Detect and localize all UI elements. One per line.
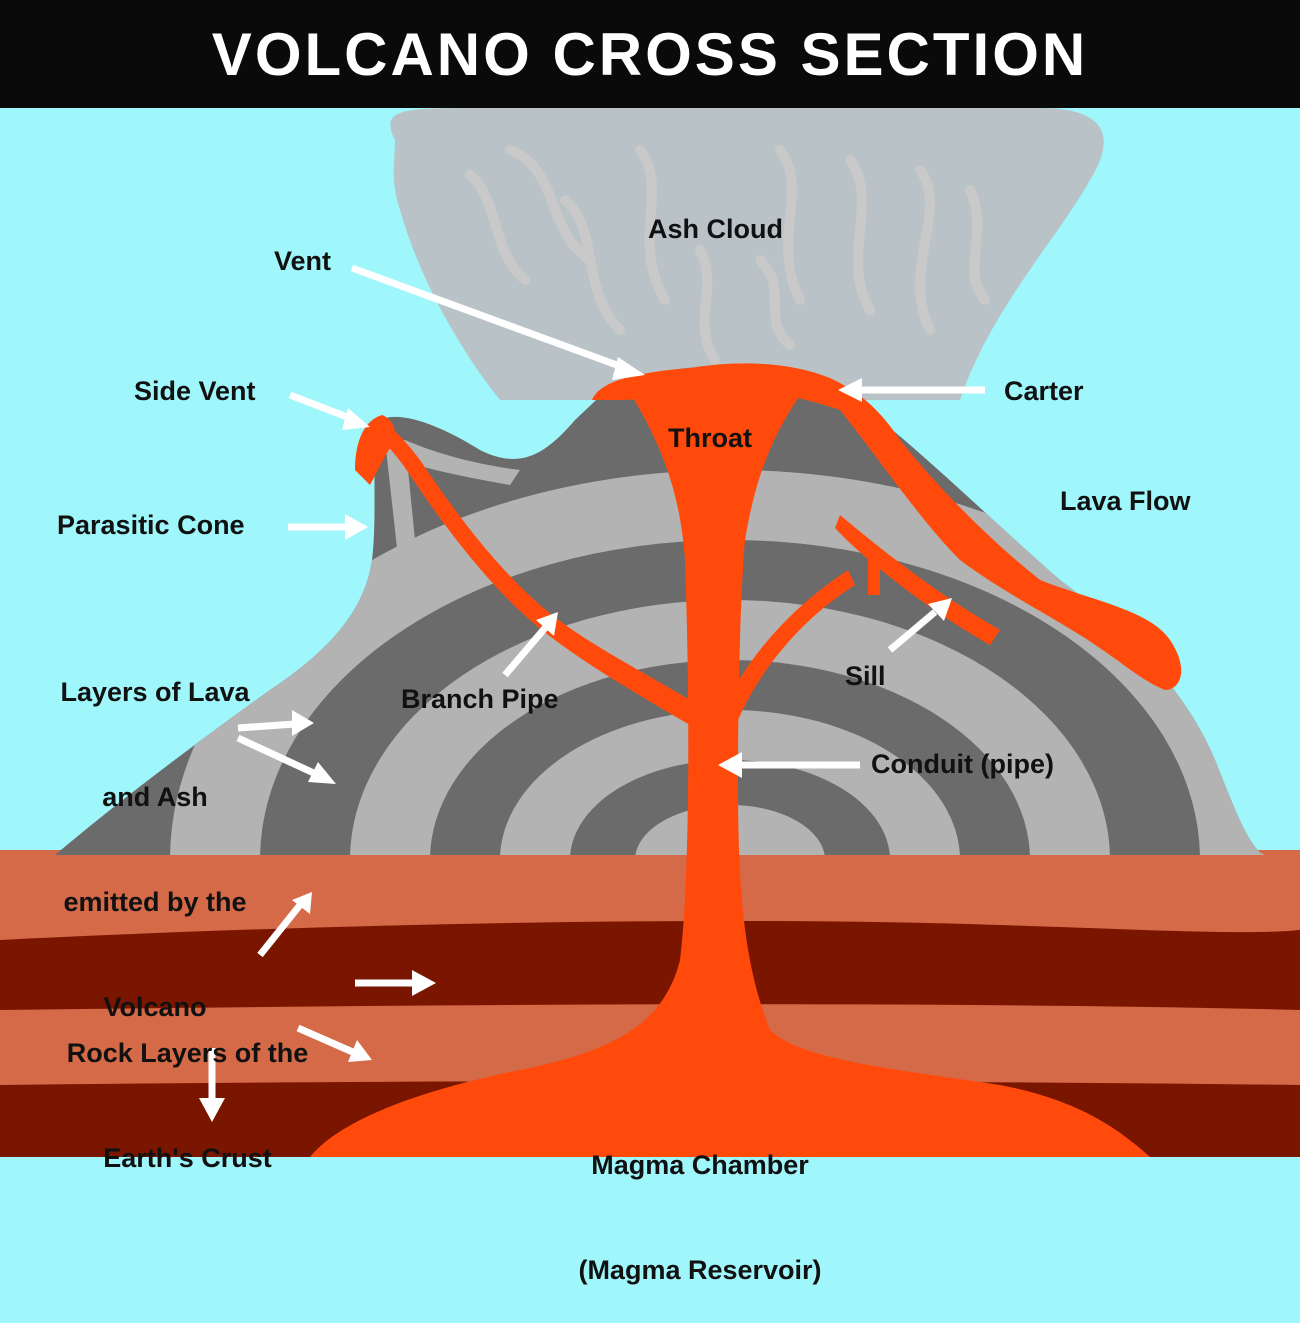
label-rock-line2: Earth's Crust [103,1143,272,1173]
ash-cloud [390,108,1104,400]
label-layers-line4: Volcano [103,992,207,1022]
label-branch-pipe: Branch Pipe [401,684,559,714]
label-lava-flow: Lava Flow [1060,486,1191,516]
arrow-heads [199,357,952,1122]
label-magma-chamber: Magma Chamber (Magma Reservoir) [540,1078,860,1323]
label-vent: Vent [274,246,332,276]
label-rock-line1: Rock Layers of the [66,1038,309,1068]
label-carter: Carter [1004,376,1084,406]
label-lava-ash-layers: Layers of Lava and Ash emitted by the Vo… [30,605,280,1060]
label-rock-layers: Rock Layers of the Earth's Crust [30,966,345,1211]
diagram-title: VOLCANO CROSS SECTION [211,20,1089,88]
label-magma-line2: (Magma Reservoir) [578,1255,822,1285]
label-layers-line2: and Ash [102,782,208,812]
label-magma-line1: Magma Chamber [591,1150,809,1180]
label-layers-line1: Layers of Lava [60,677,250,707]
pointer-arrows [208,264,985,1105]
title-bar: VOLCANO CROSS SECTION [0,0,1300,108]
crust-layer-2 [0,920,1300,1015]
label-ash-cloud: Ash Cloud [648,214,783,244]
volcano-diagram [0,108,1300,1157]
smoke-wisps [465,145,990,365]
label-layers-line3: emitted by the [63,887,247,917]
label-sill: Sill [845,661,886,691]
label-conduit: Conduit (pipe) [871,749,1054,779]
label-throat: Throat [668,423,752,453]
label-side-vent: Side Vent [134,376,256,406]
label-parasitic-cone: Parasitic Cone [57,510,245,540]
